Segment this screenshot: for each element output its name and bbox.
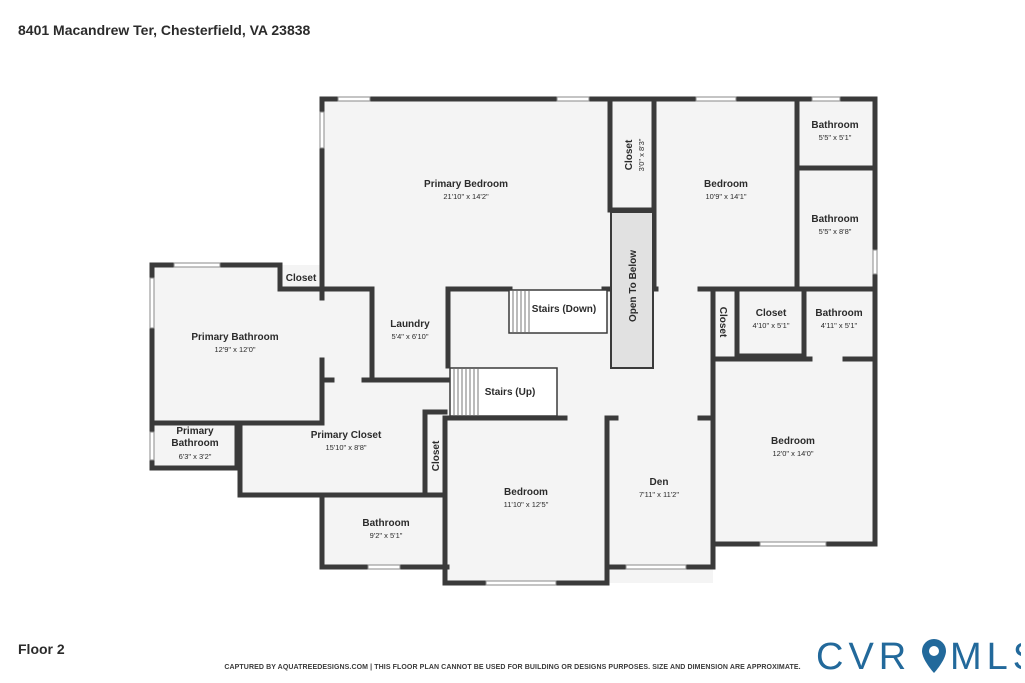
room-bedroom-bottom: Bedroom 11'10" x 12'5" [504, 487, 549, 509]
room-stairs-up: Stairs (Up) [485, 387, 536, 398]
room-name: Primary [176, 426, 214, 437]
room-dimensions: 4'11" x 5'1" [821, 321, 858, 330]
room-name: Laundry [390, 319, 430, 330]
room-dimensions: 5'4" x 6'10" [392, 332, 429, 341]
map-pin-icon [922, 639, 946, 673]
room-bathroom-bottom: Bathroom 9'2" x 5'1" [362, 518, 409, 540]
room-name: Primary Bathroom [191, 332, 278, 343]
room-dimensions: 21'10" x 14'2" [443, 192, 489, 201]
svg-text:CVR: CVR [816, 636, 911, 675]
room-name: Stairs (Up) [485, 387, 536, 398]
room-name: Bathroom [811, 214, 858, 225]
room-closet-primary-bath: Closet [286, 273, 317, 284]
room-name: Den [650, 477, 669, 488]
room-den: Den 7'11" x 11'2" [639, 477, 679, 499]
room-closet-right: Closet 4'10" x 5'1" [753, 308, 790, 330]
room-name: Open To Below [628, 250, 639, 322]
room-dimensions: 11'10" x 12'5" [504, 500, 549, 509]
open-to-below-area [610, 211, 654, 369]
room-dimensions: 15'10" x 8'8" [325, 443, 366, 452]
room-name: Closet [717, 307, 728, 338]
room-dimensions: 12'9" x 12'0" [214, 345, 255, 354]
disclaimer: CAPTURED BY AQUATREEDESIGNS.COM | THIS F… [224, 664, 801, 671]
room-name: Closet [431, 440, 442, 471]
room-primary-bedroom: Primary Bedroom 21'10" x 14'2" [424, 179, 508, 201]
room-name: Bedroom [504, 487, 548, 498]
room-dimensions: 3'0" x 8'3" [637, 138, 646, 171]
room-laundry: Laundry 5'4" x 6'10" [390, 319, 430, 341]
room-name: Closet [624, 139, 635, 170]
room-dimensions: 5'5" x 5'1" [819, 133, 852, 142]
room-dimensions: 5'5" x 8'8" [819, 227, 852, 236]
room-name: Bedroom [771, 436, 815, 447]
room-name: Primary Bedroom [424, 179, 508, 190]
room-name: Bathroom [362, 518, 409, 529]
room-primary-bathroom: Primary Bathroom 12'9" x 12'0" [191, 332, 278, 354]
windows [149, 96, 878, 586]
property-address: 8401 Macandrew Ter, Chesterfield, VA 238… [18, 22, 311, 38]
stairs-up-graphic [449, 367, 558, 417]
room-name: Closet [756, 308, 787, 319]
room-name: Bathroom [811, 120, 858, 131]
stairs-down-graphic [508, 289, 608, 334]
room-stairs-down: Stairs (Down) [532, 304, 596, 315]
room-name: Closet [286, 273, 317, 284]
svg-text:MLS: MLS [950, 636, 1021, 675]
room-primary-closet: Primary Closet 15'10" x 8'8" [311, 430, 382, 452]
room-closet-right-vertical: Closet [717, 307, 728, 338]
floor-label: Floor 2 [18, 641, 65, 657]
room-dimensions: 7'11" x 11'2" [639, 490, 679, 499]
room-open-to-below: Open To Below [628, 250, 639, 322]
room-bathroom-right: Bathroom 4'11" x 5'1" [815, 308, 862, 330]
room-dimensions: 12'0" x 14'0" [772, 449, 813, 458]
cvrmls-logo: CVR MLS [816, 636, 1021, 675]
room-name: Bedroom [704, 179, 748, 190]
room-dimensions: 10'9" x 14'1" [705, 192, 746, 201]
room-bathroom-top-right: Bathroom 5'5" x 5'1" [811, 120, 858, 142]
room-name: Primary Closet [311, 430, 382, 441]
room-bedroom-right: Bedroom 12'0" x 14'0" [771, 436, 815, 458]
room-name: Bathroom [815, 308, 862, 319]
room-dimensions: 4'10" x 5'1" [753, 321, 790, 330]
room-name: Stairs (Down) [532, 304, 596, 315]
room-closet-center: Closet [431, 440, 442, 471]
room-name: Bathroom [171, 438, 218, 449]
room-dimensions: 9'2" x 5'1" [370, 531, 403, 540]
room-bedroom-top-right: Bedroom 10'9" x 14'1" [704, 179, 748, 201]
room-dimensions: 6'3" x 3'2" [179, 452, 212, 461]
room-bathroom-right-mid: Bathroom 5'5" x 8'8" [811, 214, 858, 236]
